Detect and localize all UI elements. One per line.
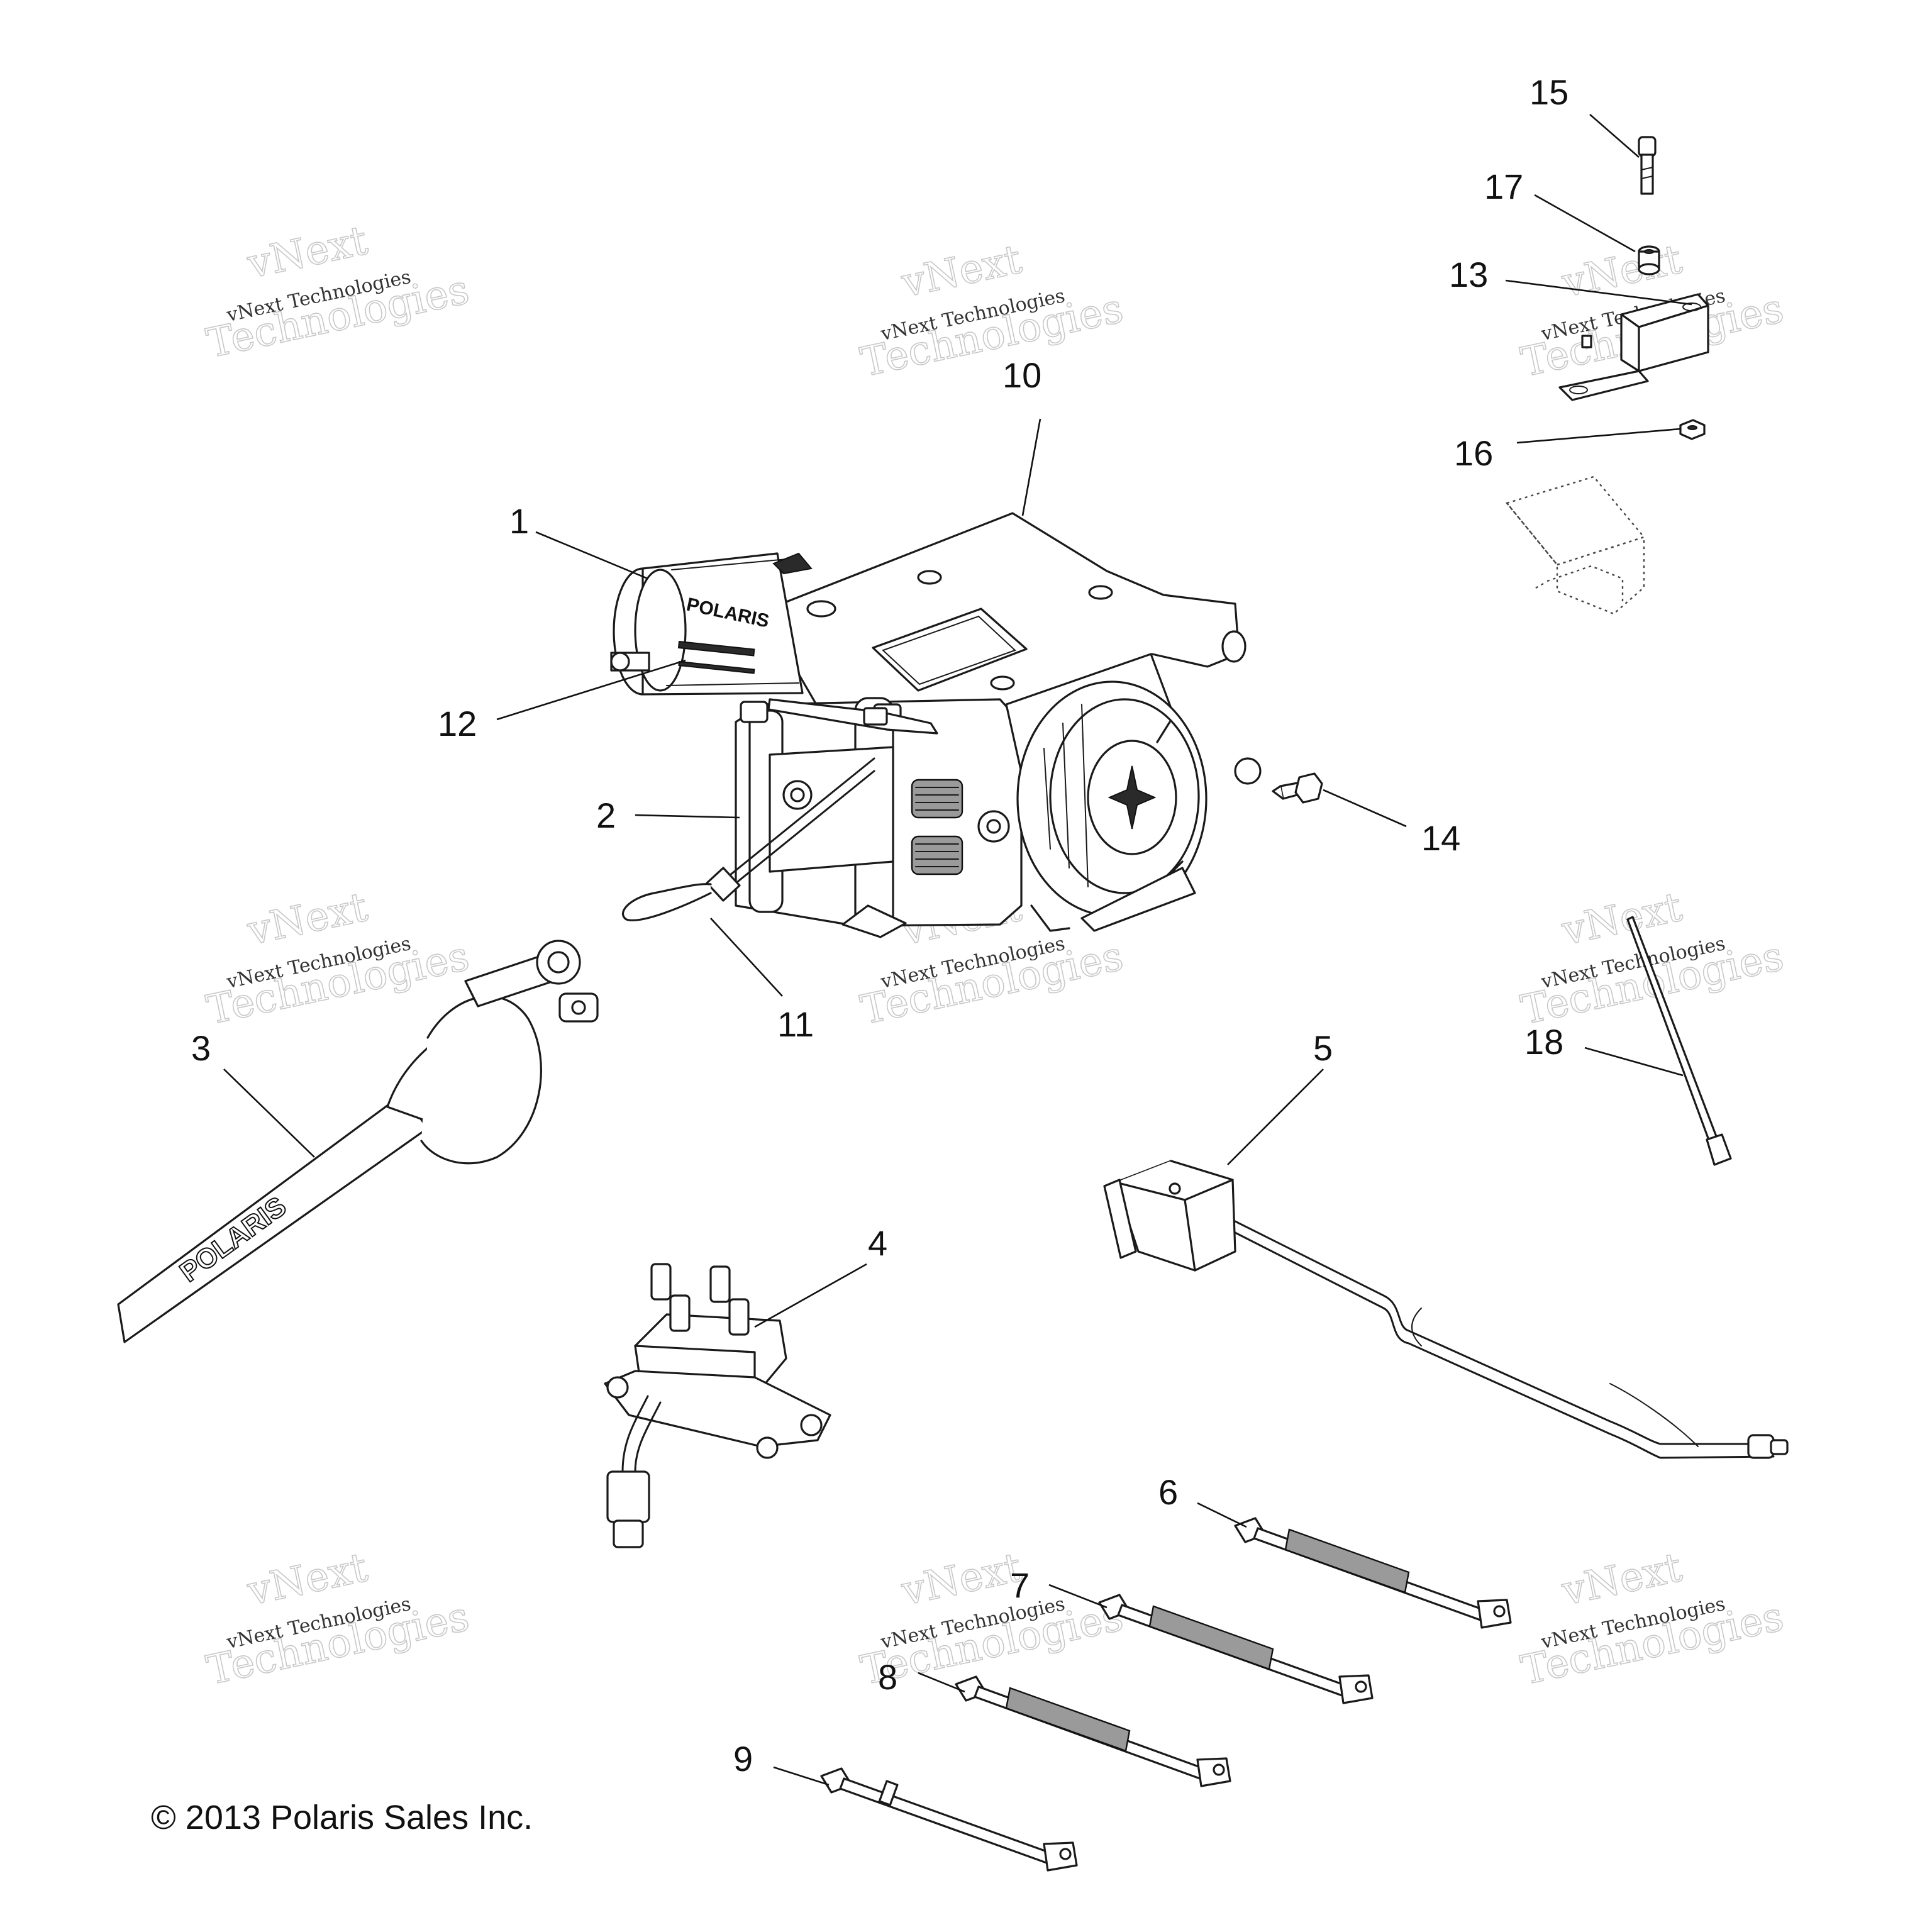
leader-2 xyxy=(635,814,740,819)
part-4-contactor xyxy=(604,1263,831,1548)
watermark-top-center: vNext vNext Technologies Technologies xyxy=(857,236,1128,387)
gearbox-end-cap xyxy=(1005,653,1208,932)
part-7-cable xyxy=(1098,1594,1374,1704)
leader-11 xyxy=(710,918,783,997)
leader-10 xyxy=(1021,418,1041,516)
callout-8: 8 xyxy=(878,1657,897,1697)
part-9-cable xyxy=(820,1767,1078,1872)
callout-5: 5 xyxy=(1313,1028,1333,1068)
callout-4: 4 xyxy=(868,1223,887,1263)
part-6-cable xyxy=(1234,1517,1512,1629)
leader-5 xyxy=(1227,1069,1324,1165)
callout-6: 6 xyxy=(1158,1472,1178,1512)
callout-12: 12 xyxy=(438,704,477,743)
watermark-mid-left: vNext vNext Technologies Technologies xyxy=(203,884,474,1035)
callout-9: 9 xyxy=(733,1739,753,1779)
leader-1 xyxy=(535,531,648,580)
callout-7: 7 xyxy=(1010,1565,1030,1605)
callout-10: 10 xyxy=(1002,355,1041,395)
callout-16: 16 xyxy=(1454,433,1493,473)
part-15-bolt xyxy=(1638,136,1657,195)
leader-12 xyxy=(496,659,686,721)
watermark-bottom-right: vNext vNext Technologies Technologies xyxy=(1517,1544,1788,1695)
part-5-switch-harness xyxy=(1103,1160,1789,1459)
callout-17: 17 xyxy=(1484,167,1523,206)
part-11-winch-cable xyxy=(621,757,875,921)
part-12-motor-ground-strap xyxy=(767,698,938,735)
callout-11: 11 xyxy=(777,1004,814,1044)
callout-labels: 1 2 3 4 5 6 7 8 9 10 11 12 13 14 15 16 1… xyxy=(191,72,1568,1779)
part-18-cable-tie xyxy=(1626,916,1732,1166)
callout-15: 15 xyxy=(1530,72,1568,112)
leader-18 xyxy=(1584,1046,1684,1077)
leader-9 xyxy=(773,1766,830,1786)
callout-2: 2 xyxy=(596,796,616,835)
callout-1: 1 xyxy=(509,501,529,541)
part-14-flange-bolt xyxy=(1272,772,1323,804)
part-16-nut xyxy=(1679,419,1706,440)
part-1-winch-motor: POLARIS xyxy=(610,552,813,696)
leader-lines xyxy=(223,114,1692,1786)
callout-3: 3 xyxy=(191,1028,211,1068)
part-2-winch-drum-housing xyxy=(735,697,1023,938)
part-13-bracket xyxy=(1558,293,1709,401)
leader-17 xyxy=(1534,194,1636,253)
part-3-winch-strap-hook: POLARIS xyxy=(117,940,599,1343)
callout-13: 13 xyxy=(1449,255,1488,294)
leader-14 xyxy=(1323,789,1407,828)
reference-box-dotted xyxy=(1505,475,1646,615)
leader-7 xyxy=(1048,1584,1108,1609)
part-8-cable xyxy=(955,1675,1231,1787)
watermark-bottom-left: vNext vNext Technologies Technologies xyxy=(203,1544,474,1695)
leader-16 xyxy=(1516,428,1681,444)
callout-18: 18 xyxy=(1524,1022,1563,1062)
callout-14: 14 xyxy=(1421,818,1460,858)
watermark-top-left: vNext vNext Technologies Technologies xyxy=(203,217,474,368)
leader-6 xyxy=(1197,1502,1247,1528)
copyright-notice: © 2013 Polaris Sales Inc. xyxy=(151,1799,533,1836)
leader-8 xyxy=(918,1672,965,1693)
leader-15 xyxy=(1589,114,1640,158)
leader-3 xyxy=(223,1069,315,1158)
strap-brand-label: POLARIS xyxy=(174,1191,292,1288)
part-17-spacer xyxy=(1638,245,1660,275)
leader-13 xyxy=(1505,279,1692,306)
leader-4 xyxy=(754,1263,867,1328)
